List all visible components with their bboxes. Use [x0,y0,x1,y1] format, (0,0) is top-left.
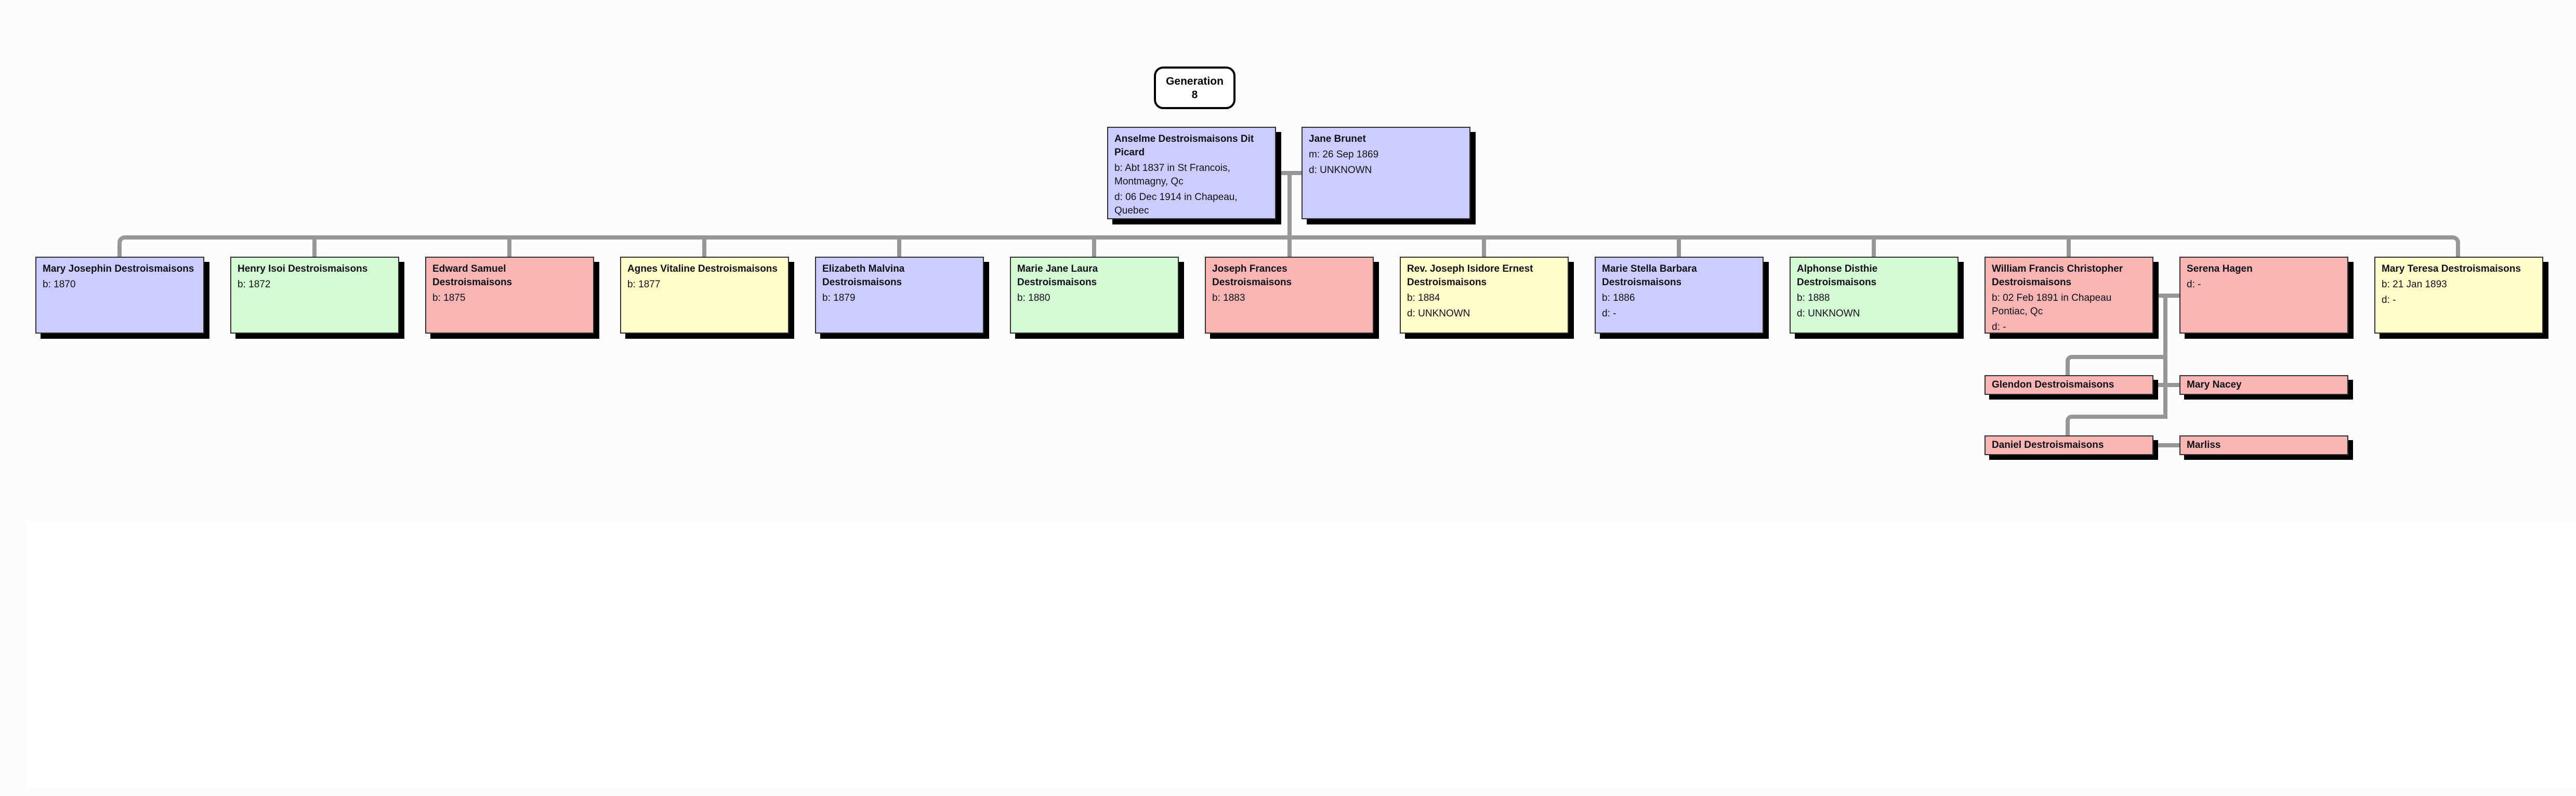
person-box-mary-nacey[interactable]: Mary Nacey [2179,375,2348,395]
person-birth: b: Abt 1837 in St Francois, Montmagny, Q… [1114,163,1230,187]
person-box-marliss[interactable]: Marliss [2179,435,2348,455]
child-drop-line [507,235,511,257]
child-drop-line [1677,235,1681,257]
person-name: Marie Jane Laura Destroismaisons [1017,263,1098,288]
person-name: Mary Josephin Destroismaisons [43,263,194,274]
person-birth: b: 02 Feb 1891 in Chapeau Pontiac, Qc [1992,293,2112,317]
person-name: Elizabeth Malvina Destroismaisons [822,263,905,288]
person-name: Marliss [2187,440,2221,450]
person-birth: b: 1888 [1797,293,1830,303]
person-box-william-francis-christopher[interactable]: William Francis Christopher Destroismais… [1984,257,2153,334]
person-name: Marie Stella Barbara Destroismaisons [1602,263,1697,288]
person-box-henry-isoi[interactable]: Henry Isoi Destroismaisons b: 1872 [230,257,399,334]
person-box-jane-brunet[interactable]: Jane Brunet m: 26 Sep 1869 d: UNKNOWN [1302,127,1470,219]
generation-label-box: Generation 8 [1154,67,1236,109]
person-box-elizabeth-malvina[interactable]: Elizabeth Malvina Destroismaisons b: 187… [815,257,984,334]
person-death: d: - [1992,322,2006,333]
child-drop-line [1092,235,1096,257]
child-drop-line [702,235,706,257]
person-box-anselme-destroismaisons[interactable]: Anselme Destroismaisons Dit Picard b: Ab… [1107,127,1276,219]
person-box-alphonse-disthie[interactable]: Alphonse Disthie Destroismaisons b: 1888… [1790,257,1959,334]
person-death: d: UNKNOWN [1407,308,1470,319]
person-name: Mary Nacey [2187,379,2242,390]
person-birth: b: 1879 [822,293,856,303]
person-box-edward-samuel[interactable]: Edward Samuel Destroismaisons b: 1875 [425,257,594,334]
person-birth: b: 1870 [43,279,76,290]
person-marriage: m: 26 Sep 1869 [1309,149,1379,160]
person-name: Henry Isoi Destroismaisons [238,263,368,274]
person-birth: b: 1884 [1407,293,1440,303]
person-name: Agnes Vitaline Destroismaisons [627,263,778,274]
person-name: Glendon Destroismaisons [1992,379,2114,390]
person-birth: b: 1880 [1017,293,1050,303]
person-death: d: - [2382,295,2396,306]
person-birth: b: 1883 [1212,293,1245,303]
person-name: Anselme Destroismaisons Dit Picard [1114,134,1254,158]
person-box-daniel-destroismaisons[interactable]: Daniel Destroismaisons [1984,435,2153,455]
person-box-glendon-destroismaisons[interactable]: Glendon Destroismaisons [1984,375,2153,395]
generation-label-line1: Generation [1166,75,1224,87]
person-box-marie-stella-barbara[interactable]: Marie Stella Barbara Destroismaisons b: … [1595,257,1764,334]
child-drop-line [897,235,901,257]
person-name: Joseph Frances Destroismaisons [1212,263,1292,288]
person-name: Edward Samuel Destroismaisons [432,263,512,288]
blank-page-area [28,521,2576,788]
elbow-connector-daniel [2066,415,2167,435]
person-name: Mary Teresa Destroismaisons [2382,263,2521,274]
descent-line-parents [1287,173,1292,257]
person-box-joseph-frances[interactable]: Joseph Frances Destroismaisons b: 1883 [1205,257,1374,334]
person-birth: b: 1886 [1602,293,1635,303]
person-birth: b: 1877 [627,279,661,290]
person-box-agnes-vitaline[interactable]: Agnes Vitaline Destroismaisons b: 1877 [620,257,789,334]
person-name: Alphonse Disthie Destroismaisons [1797,263,1878,288]
person-birth: b: 1875 [432,293,466,303]
person-name: Rev. Joseph Isidore Ernest Destroismaiso… [1407,263,1533,288]
person-box-marie-jane-laura[interactable]: Marie Jane Laura Destroismaisons b: 1880 [1010,257,1179,334]
person-birth: b: 1872 [238,279,271,290]
child-drop-line [1482,235,1486,257]
person-name: Jane Brunet [1309,134,1366,144]
person-box-joseph-isidore-ernest[interactable]: Rev. Joseph Isidore Ernest Destroismaiso… [1400,257,1569,334]
person-death: d: - [1602,308,1616,319]
generation-label-line2: 8 [1191,89,1198,101]
sibling-rail [117,235,2460,257]
elbow-connector-glendon [2066,355,2167,375]
child-drop-line [2067,235,2071,257]
person-name: William Francis Christopher Destroismais… [1992,263,2123,288]
marriage-connector-glendon-mary [2152,383,2181,387]
person-box-mary-josephin[interactable]: Mary Josephin Destroismaisons b: 1870 [35,257,204,334]
marriage-connector-daniel-marliss [2152,443,2181,447]
person-box-mary-teresa[interactable]: Mary Teresa Destroismaisons b: 21 Jan 18… [2374,257,2543,334]
person-death: d: - [2187,279,2201,290]
child-drop-line [1872,235,1876,257]
person-death: d: 06 Dec 1914 in Chapeau, Quebec [1114,192,1238,216]
child-drop-line [312,235,317,257]
person-name: Daniel Destroismaisons [1992,440,2104,450]
person-box-serena-hagen[interactable]: Serena Hagen d: - [2179,257,2348,334]
person-death: d: UNKNOWN [1309,165,1372,176]
person-name: Serena Hagen [2187,263,2253,274]
person-birth: b: 21 Jan 1893 [2382,279,2447,290]
person-death: d: UNKNOWN [1797,308,1860,319]
